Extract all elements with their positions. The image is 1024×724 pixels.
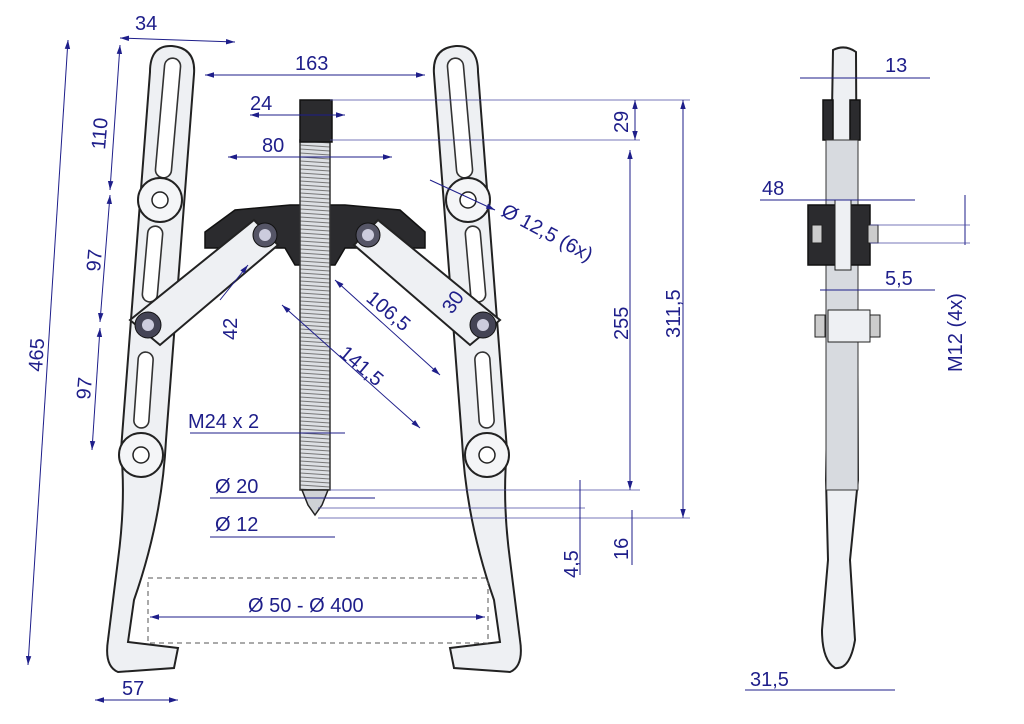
dim-tip-length-1: 4,5: [561, 550, 583, 578]
dim-link-height: 42: [220, 318, 242, 340]
dim-spindle-length: 255: [611, 307, 633, 340]
dim-slot-length: 110: [88, 117, 113, 151]
spindle-tip: [300, 489, 330, 517]
dim-tip-length-2: 16: [611, 538, 633, 560]
dim-crossbar-offset: 80: [262, 135, 284, 157]
dim-side-jaw: 31,5: [750, 669, 789, 691]
spindle-hex-head: [299, 99, 333, 143]
dim-link-hole: Ø 12,5 (6x): [498, 200, 597, 266]
dim-hex-width: 24: [250, 93, 272, 115]
side-view: [807, 46, 881, 670]
dim-jaw-width: 57: [122, 678, 144, 700]
threaded-spindle: [299, 139, 331, 491]
dim-side-thickness: 13: [885, 55, 907, 77]
dim-grip-range: Ø 50 - Ø 400: [248, 595, 364, 617]
dim-hex-height: 29: [611, 111, 633, 133]
dim-tip-point-dia: Ø 12: [215, 514, 258, 536]
dim-pivot-spacing-1: 97: [83, 248, 107, 272]
dim-pivot-spacing-2: 97: [73, 376, 97, 400]
dim-bolts: M12 (4x): [945, 293, 967, 372]
dim-total-length: 465: [25, 338, 49, 373]
dim-spread-top: 163: [295, 53, 328, 75]
left-link: [128, 218, 280, 347]
dimension-lines: [25, 35, 970, 703]
grip-range-outline: [147, 577, 489, 644]
dim-arm-width: 34: [135, 13, 157, 35]
dim-tip-dia: Ø 20: [215, 476, 258, 498]
dim-thread: M24 x 2: [188, 411, 259, 433]
dim-side-gap: 5,5: [885, 268, 913, 290]
dim-spindle-total: 311,5: [663, 289, 685, 338]
dim-spindle-link: 141,5: [335, 342, 387, 391]
dim-side-block: 48: [762, 178, 784, 200]
